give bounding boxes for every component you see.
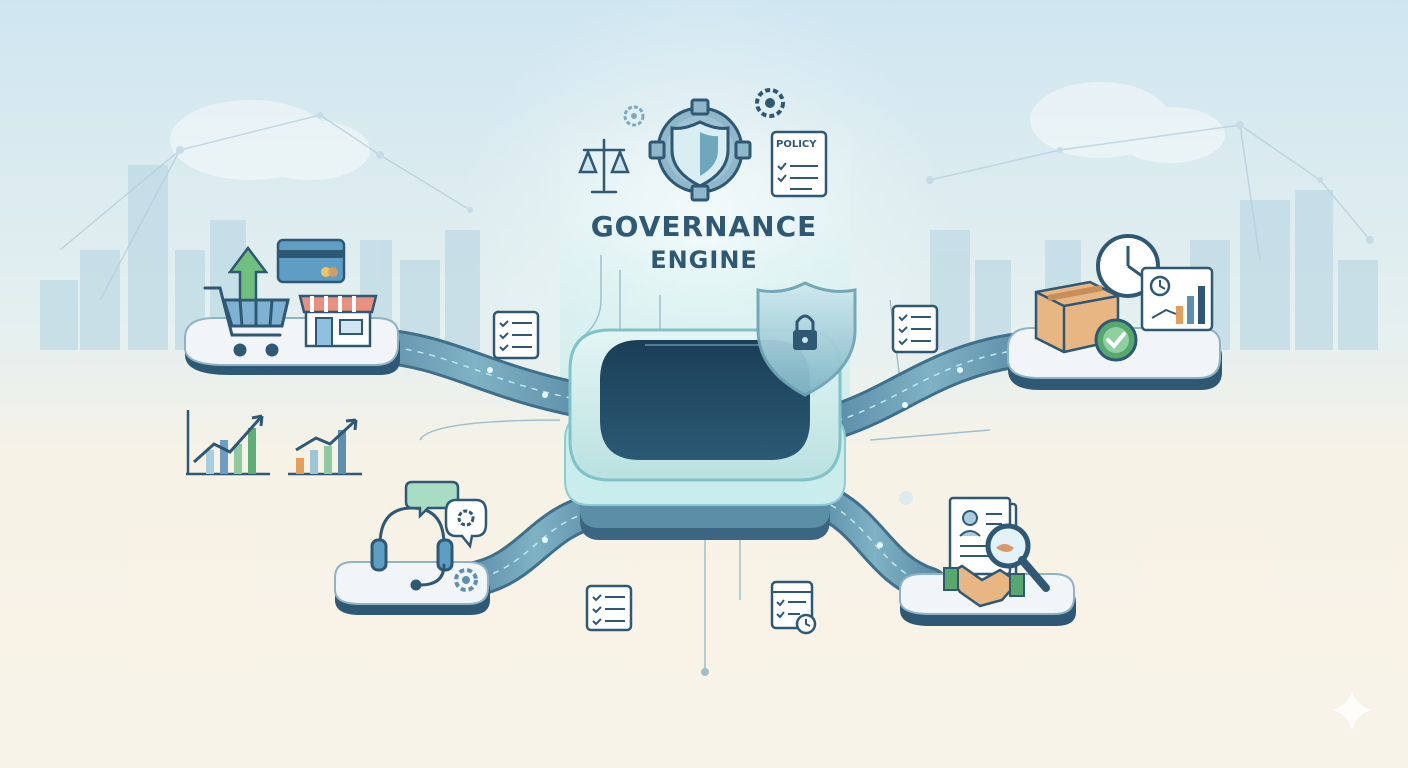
connector-traces <box>419 255 991 670</box>
storefront-icon <box>298 294 378 348</box>
chat-bubble-icon <box>404 480 488 549</box>
sparkle-icon <box>1332 690 1372 730</box>
checklist-icon <box>492 310 540 360</box>
magnifier-icon <box>985 523 1050 592</box>
decor-dot <box>899 491 913 505</box>
calendar-checklist-icon <box>770 580 817 635</box>
policy-checklist-icon <box>770 130 828 198</box>
growth-chart-icon <box>186 410 270 476</box>
check-badge-icon <box>1094 318 1138 362</box>
road-light-dots <box>487 367 963 548</box>
diagram-title-line-2: ENGINE <box>650 246 758 274</box>
handshake-icon <box>943 564 1025 608</box>
gear-shield-icon <box>648 98 752 202</box>
checklist-icon-right <box>891 304 939 354</box>
core-engine <box>564 328 846 540</box>
report-chart-icon <box>1140 266 1214 332</box>
checklist-icon-bottom <box>585 584 633 632</box>
trace-node <box>701 668 709 676</box>
network-dots <box>176 112 1374 244</box>
small-gear-icon <box>623 88 785 127</box>
growth-chart-icon-2 <box>288 418 362 476</box>
shopping-cart-icon <box>203 286 290 357</box>
up-arrow-icon <box>227 245 269 302</box>
gear-icon <box>454 509 478 592</box>
data-road-right-upper <box>822 332 1038 438</box>
policy-label: POLICY <box>776 139 817 150</box>
credit-card-icon <box>276 238 346 284</box>
diagram-title-line-1: GOVERNANCE <box>590 210 818 243</box>
scales-icon <box>578 138 630 194</box>
lock-shield-icon <box>756 281 857 397</box>
